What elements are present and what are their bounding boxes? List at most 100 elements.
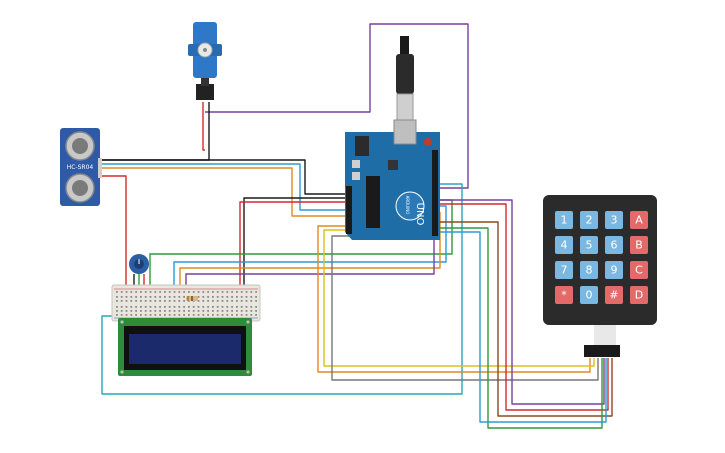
lcd-mount-hole (246, 370, 250, 374)
breadboard-hole (144, 314, 147, 316)
breadboard-hole (192, 310, 195, 312)
usb-cable (400, 36, 409, 54)
breadboard-hole (216, 300, 219, 302)
breadboard-hole (125, 291, 128, 293)
breadboard-hole (120, 310, 123, 312)
keypad-key-face[interactable] (580, 236, 598, 254)
keypad-key-face[interactable] (580, 286, 598, 304)
keypad-key[interactable]: 4 (555, 236, 573, 254)
keypad-key[interactable]: 7 (555, 261, 573, 279)
keypad-key[interactable]: 5 (580, 236, 598, 254)
breadboard-hole (202, 314, 205, 316)
breadboard-holes (116, 291, 257, 316)
keypad-key-face[interactable] (630, 236, 648, 254)
breadboard-hole (245, 310, 248, 312)
breadboard-hole (130, 300, 133, 302)
wire-sensor-red (100, 175, 127, 290)
keypad-key-face[interactable] (605, 261, 623, 279)
keypad-key[interactable]: 1 (555, 211, 573, 229)
breadboard-hole (236, 300, 238, 302)
lcd-mount-hole (246, 320, 250, 324)
servo-horn-center (203, 48, 207, 52)
servo-cable (201, 78, 209, 86)
breadboard-hole (231, 314, 233, 316)
keypad-key[interactable]: A (630, 211, 648, 229)
keypad-key-face[interactable] (555, 261, 573, 279)
keypad-key[interactable]: 6 (605, 236, 623, 254)
breadboard-hole (120, 300, 123, 302)
keypad-key-face[interactable] (630, 261, 648, 279)
breadboard-hole (149, 296, 152, 298)
breadboard-hole (178, 314, 181, 316)
breadboard-hole (173, 296, 176, 298)
breadboard-hole (178, 296, 181, 298)
breadboard-hole (183, 310, 185, 312)
keypad-key-face[interactable] (555, 286, 573, 304)
keypad-key[interactable]: 3 (605, 211, 623, 229)
keypad-key[interactable]: C (630, 261, 648, 279)
usb-plug-metal (396, 93, 414, 121)
breadboard-hole (202, 306, 205, 308)
breadboard-hole (245, 300, 248, 302)
sensor-pins (98, 158, 102, 178)
keypad-key-face[interactable] (605, 211, 623, 229)
keypad-key-label: C (635, 264, 643, 277)
keypad-key-face[interactable] (580, 211, 598, 229)
breadboard-hole (116, 300, 118, 302)
breadboard-hole (140, 310, 142, 312)
breadboard-hole (168, 291, 171, 293)
breadboard-hole (178, 291, 181, 293)
wire-kp-yellow (323, 229, 595, 367)
breadboard-hole (135, 296, 137, 298)
breadboard-hole (120, 314, 123, 316)
breadboard-hole (144, 291, 147, 293)
lcd-mount-hole (120, 320, 124, 324)
keypad-key[interactable]: * (555, 286, 573, 304)
keypad-key[interactable]: 8 (580, 261, 598, 279)
keypad-key-label: 8 (586, 264, 593, 277)
breadboard-hole (130, 306, 133, 308)
breadboard-hole (216, 310, 219, 312)
keypad-key[interactable]: D (630, 286, 648, 304)
arduino-brand: ARDUINO (405, 196, 410, 215)
breadboard-hole (207, 291, 209, 293)
keypad-key-face[interactable] (555, 236, 573, 254)
breadboard-hole (183, 291, 185, 293)
keypad-key-face[interactable] (630, 211, 648, 229)
breadboard-hole (212, 314, 214, 316)
keypad-key[interactable]: 2 (580, 211, 598, 229)
breadboard-hole (140, 296, 142, 298)
breadboard-hole (231, 306, 233, 308)
keypad-key[interactable]: 0 (580, 286, 598, 304)
arduino-logo-circle (395, 191, 425, 221)
breadboard-hole (135, 310, 137, 312)
keypad-key[interactable]: # (605, 286, 623, 304)
breadboard-hole (197, 300, 200, 302)
keypad-key-face[interactable] (630, 286, 648, 304)
breadboard-hole (236, 310, 238, 312)
breadboard-hole (250, 300, 253, 302)
wire-kp-gray (331, 235, 599, 381)
keypad-key[interactable]: 9 (605, 261, 623, 279)
keypad-key-face[interactable] (555, 211, 573, 229)
capacitor (352, 172, 360, 180)
wire-bb-black (243, 197, 350, 290)
breadboard-hole (202, 291, 205, 293)
breadboard-hole (240, 310, 243, 312)
breadboard-hole (183, 296, 185, 298)
breadboard-hole (120, 306, 123, 308)
breadboard-hole (183, 306, 185, 308)
breadboard-hole (245, 296, 248, 298)
keypad-key[interactable]: B (630, 236, 648, 254)
breadboard-hole (140, 306, 142, 308)
keypad-key-face[interactable] (605, 286, 623, 304)
keypad-key-face[interactable] (605, 236, 623, 254)
breadboard-hole (164, 296, 166, 298)
keypad-key-face[interactable] (580, 261, 598, 279)
wire-lcd-teal (101, 183, 463, 395)
lcd-16x2 (118, 318, 252, 376)
breadboard-hole (240, 296, 243, 298)
